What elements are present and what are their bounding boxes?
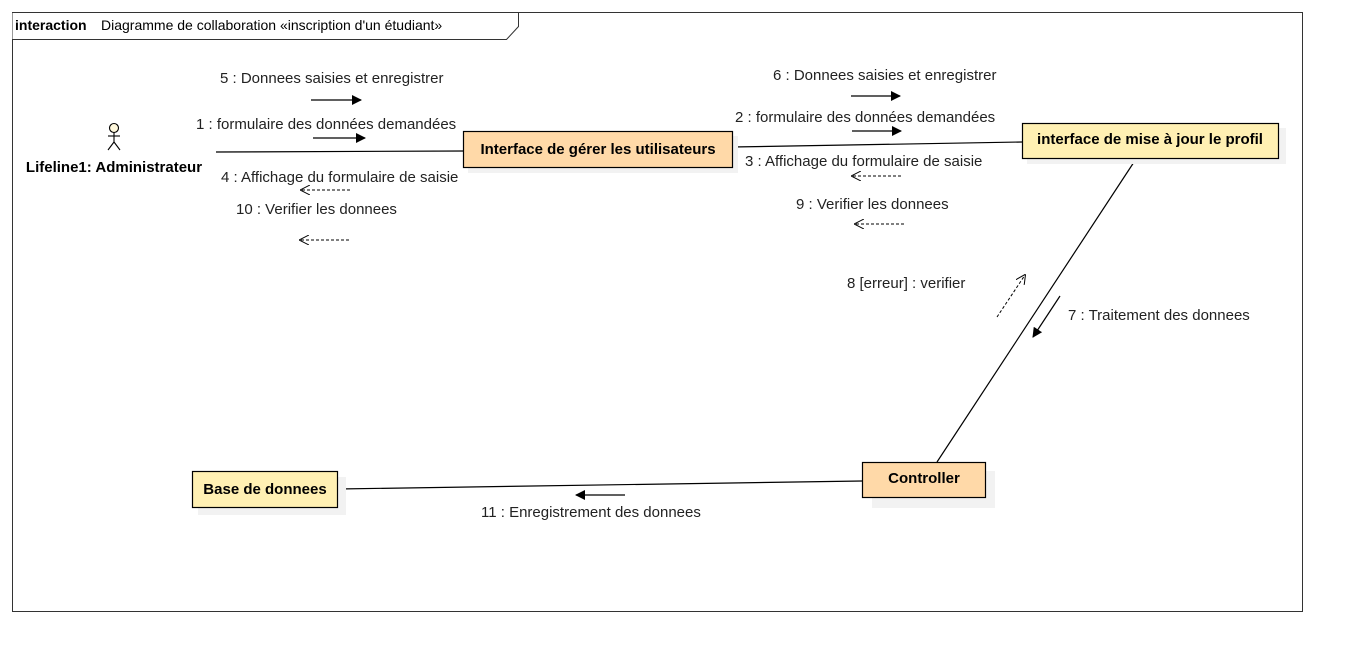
message-9-label: 9 : Verifier les donnees: [796, 196, 949, 213]
message-7-arrow: [1032, 295, 1061, 338]
object-controller-label: Controller: [888, 470, 960, 487]
frame-title: Diagramme de collaboration «inscription …: [101, 17, 442, 33]
frame-tab: [12, 12, 519, 40]
frame-keyword: interaction: [15, 17, 87, 33]
message-1-label: 1 : formulaire des données demandées: [196, 116, 456, 133]
link-controller-base: [337, 480, 863, 490]
message-6-label: 6 : Donnees saisies et enregistrer: [773, 67, 996, 84]
actor-head-icon: [108, 122, 120, 134]
link-interface-profil: [731, 141, 1023, 148]
message-10-label: 10 : Verifier les donnees: [236, 201, 397, 218]
message-7-label: 7 : Traitement des donnees: [1068, 307, 1250, 324]
object-base-donnees[interactable]: Base de donnees: [191, 470, 347, 516]
message-5-label: 5 : Donnees saisies et enregistrer: [220, 70, 443, 87]
object-base-donnees-label: Base de donnees: [203, 481, 326, 498]
link-actor-interface: [215, 150, 465, 153]
message-4-label: 4 : Affichage du formulaire de saisie: [221, 169, 458, 186]
message-3-label: 3 : Affichage du formulaire de saisie: [745, 153, 982, 170]
object-interface-profil-label: interface de mise à jour le profil: [1037, 131, 1263, 148]
actor-label: Lifeline1: Administrateur: [26, 159, 202, 176]
object-interface-gerer[interactable]: Interface de gérer les utilisateurs: [462, 130, 739, 174]
link-profil-controller: [936, 158, 1137, 463]
object-interface-gerer-label: Interface de gérer les utilisateurs: [480, 141, 715, 158]
message-11-label: 11 : Enregistrement des donnees: [481, 504, 701, 521]
message-2-label: 2 : formulaire des données demandées: [735, 109, 995, 126]
message-8-arrow: [996, 275, 1025, 318]
actor-administrateur[interactable]: Lifeline1: Administrateur: [26, 122, 202, 177]
object-controller[interactable]: Controller: [861, 461, 996, 509]
object-interface-profil[interactable]: interface de mise à jour le profil: [1021, 122, 1287, 165]
message-8-label: 8 [erreur] : verifier: [847, 275, 965, 292]
